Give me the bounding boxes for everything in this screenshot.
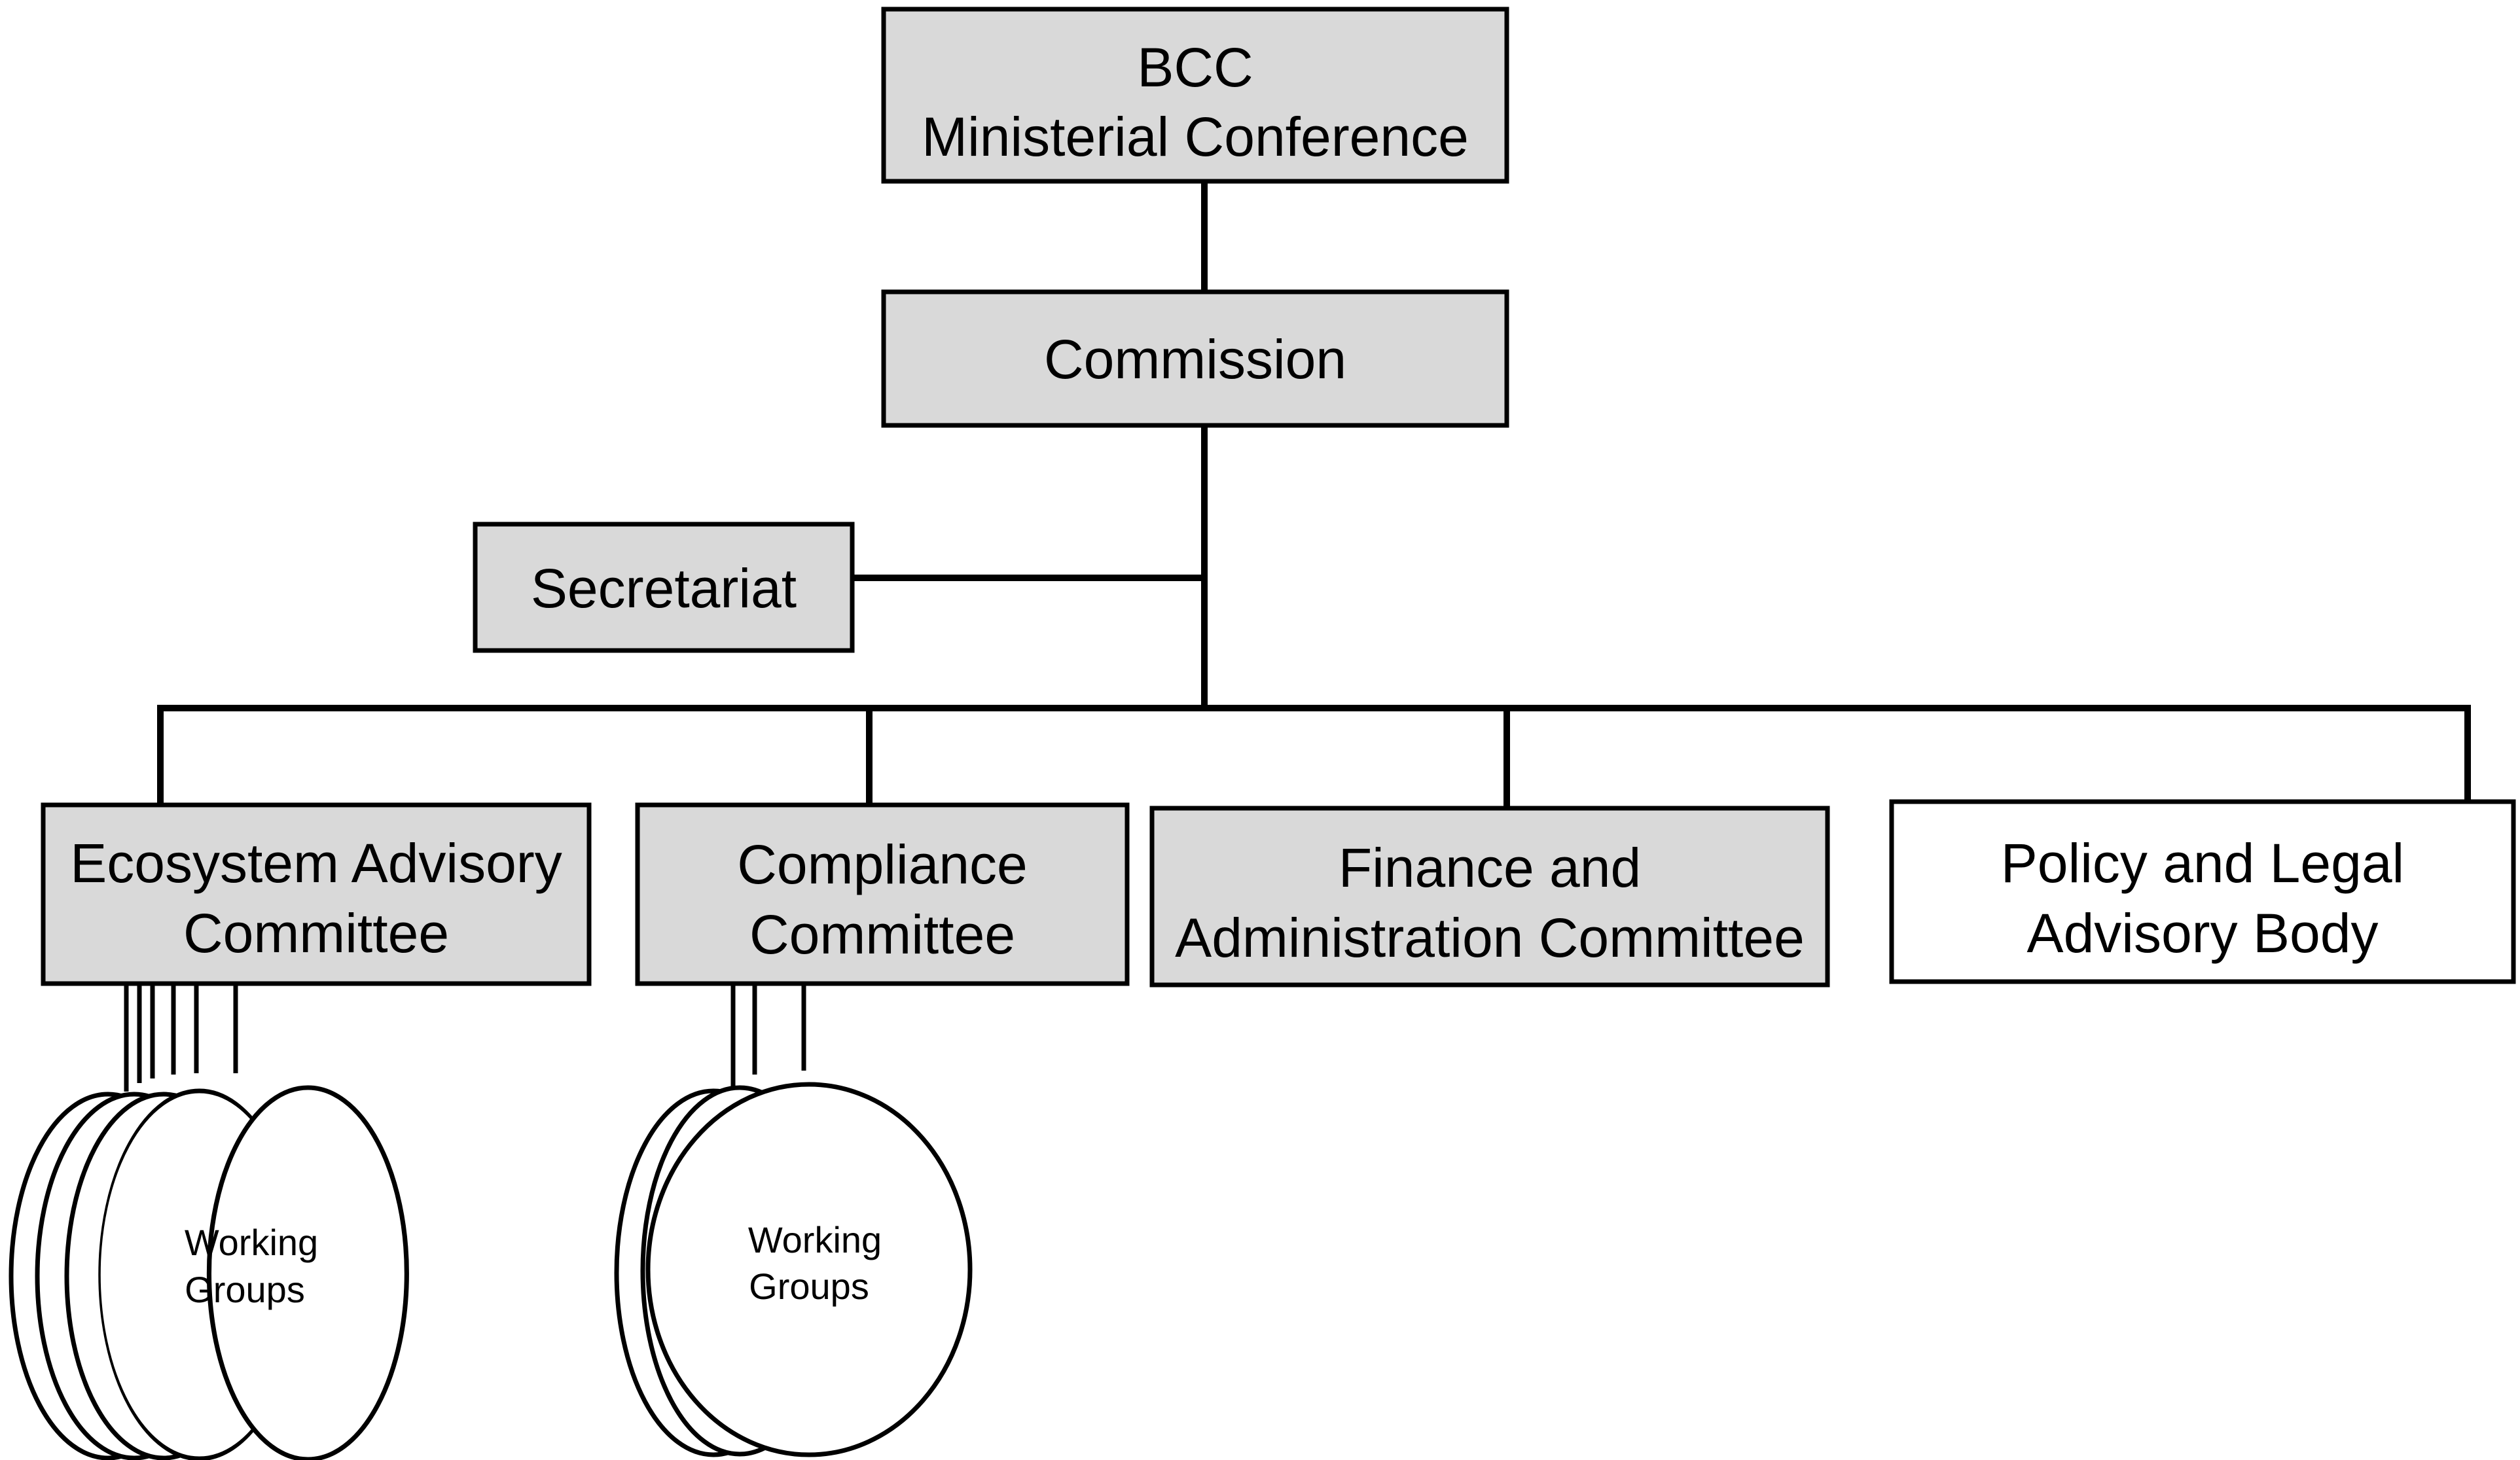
compliance-working-groups: Working Groups <box>614 984 973 1457</box>
ministerial-conference-line2: Ministerial Conference <box>922 106 1469 168</box>
policy-legal-advisory-body-line2: Advisory Body <box>2027 902 2379 964</box>
ministerial-conference-line1: BCC <box>1137 37 1253 98</box>
ecosystem-working-groups: Working Groups <box>9 984 409 1460</box>
compliance-committee-rect <box>635 802 1130 986</box>
finance-administration-committee-box: Finance and Administration Committee <box>1149 806 1830 988</box>
commission-box: Commission <box>881 289 1509 428</box>
policy-legal-advisory-body-box: Policy and Legal Advisory Body <box>1889 799 2516 984</box>
finance-administration-committee-line1: Finance and <box>1339 837 1641 899</box>
policy-legal-advisory-body-rect <box>1889 799 2516 984</box>
ecosystem-advisory-committee-line1: Ecosystem Advisory <box>70 832 562 894</box>
compliance-committee-line1: Compliance <box>737 834 1028 895</box>
finance-administration-committee-rect <box>1149 806 1830 988</box>
secretariat-label: Secretariat <box>531 558 797 619</box>
connectors <box>157 178 2471 811</box>
working-groups-line2: Groups <box>749 1266 869 1307</box>
working-groups-line1: Working <box>748 1219 882 1260</box>
finance-administration-committee-line2: Administration Committee <box>1175 907 1805 969</box>
commission-label: Commission <box>1044 329 1346 390</box>
commission-rect <box>881 289 1509 428</box>
compliance-committee-line2: Committee <box>749 904 1015 965</box>
policy-legal-advisory-body-line1: Policy and Legal <box>2001 832 2404 894</box>
ministerial-conference-rect <box>881 7 1509 184</box>
secretariat-box: Secretariat <box>473 522 855 653</box>
compliance-committee-box: Compliance Committee <box>635 802 1130 986</box>
ecosystem-advisory-committee-line2: Committee <box>183 902 449 964</box>
ministerial-conference-box: BCC Ministerial Conference <box>881 7 1509 184</box>
ecosystem-advisory-committee-box: Ecosystem Advisory Committee <box>41 802 592 986</box>
ecosystem-advisory-committee-rect <box>41 802 592 986</box>
working-group-disc-front <box>206 1085 409 1460</box>
secretariat-rect <box>473 522 855 653</box>
working-groups-line2: Groups <box>185 1269 305 1310</box>
working-group-disc-front <box>645 1082 973 1457</box>
working-groups-line1: Working <box>185 1222 318 1263</box>
